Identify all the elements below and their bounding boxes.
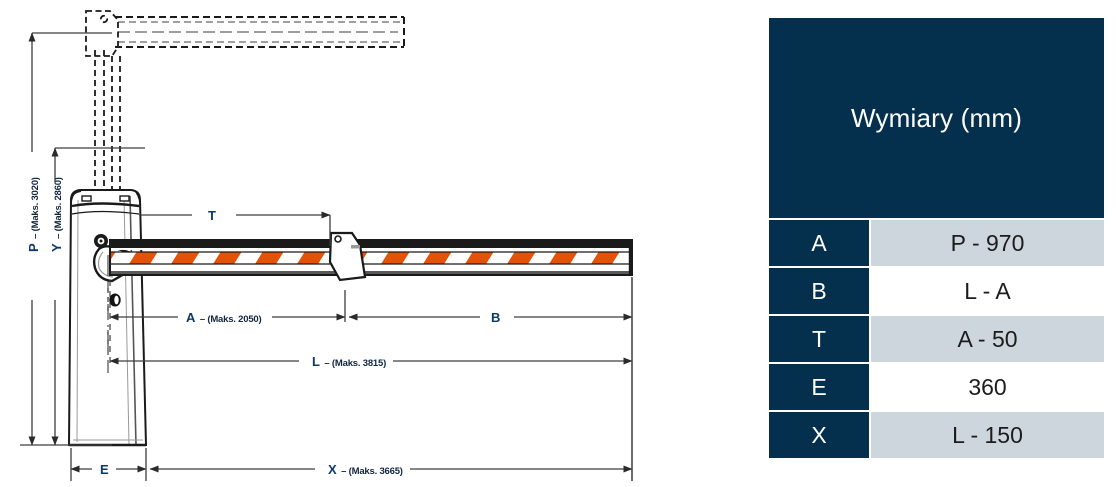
table-cell-symbol: A (769, 220, 869, 266)
boom-raised-edge-highlight (118, 21, 402, 43)
table-cell-value: P - 970 (871, 220, 1104, 266)
table-row: B L - A (769, 268, 1104, 314)
pivot-bracket-phantom (85, 10, 119, 57)
boom-joint-bracket (328, 231, 367, 282)
table-header-title: Wymiary (mm) (850, 102, 1023, 133)
table-row: A P - 970 (769, 220, 1104, 266)
cabinet-lock-icon (109, 293, 121, 307)
drawing-canvas (20, 10, 633, 481)
table-cell-symbol: E (769, 364, 869, 410)
table-cell-value: A - 50 (871, 316, 1104, 362)
table-cell-value: L - 150 (871, 412, 1104, 458)
dimension-label-L: L – (Maks. 3815) (312, 354, 387, 369)
dimensions-table: Wymiary (mm) A P - 970 B L - A T A - 50 … (769, 18, 1104, 458)
dimension-label-A: A – (Maks. 2050) (186, 310, 262, 325)
table-cell-value: L - A (871, 268, 1104, 314)
table-row: E 360 (769, 364, 1104, 410)
dimension-label-E: E (100, 462, 109, 477)
boom-arm-closed (109, 239, 633, 276)
dimension-label-T: T (208, 208, 216, 223)
table-cell-symbol: T (769, 316, 869, 362)
table-cell-symbol: B (769, 268, 869, 314)
table-cell-value: 360 (871, 364, 1104, 410)
table-row: X L - 150 (769, 412, 1104, 458)
table-row: T A - 50 (769, 316, 1104, 362)
dimension-label-X: X – (Maks. 3665) (328, 462, 403, 477)
dimension-label-P: P – (Maks. 3020) (26, 177, 41, 252)
table-cell-symbol: X (769, 412, 869, 458)
dimension-label-Y: Y – (Maks. 2860) (49, 177, 64, 252)
barrier-gate-technical-drawing: P – (Maks. 3020) Y – (Maks. 2860) T A – … (20, 10, 633, 481)
dimension-label-B: B (491, 310, 501, 325)
boom-raised-phantom (115, 16, 405, 48)
table-header: Wymiary (mm) (769, 18, 1104, 218)
dimension-lines (20, 32, 633, 481)
